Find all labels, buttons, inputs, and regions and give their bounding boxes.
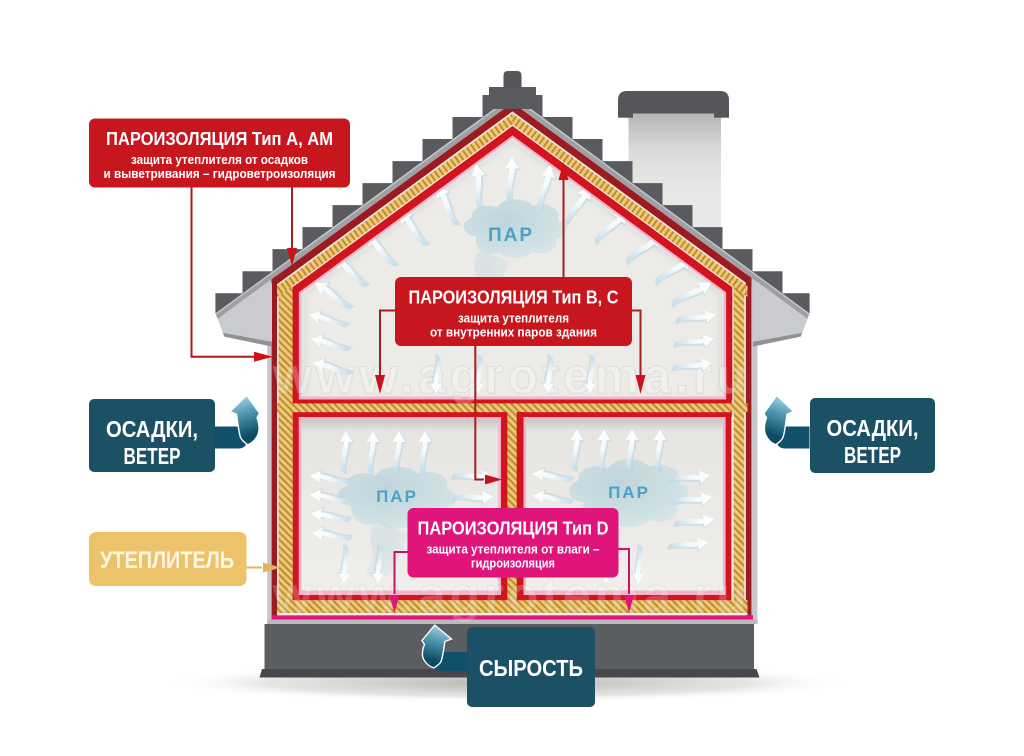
svg-text:ПАРОИЗОЛЯЦИЯ Тип А, АМ: ПАРОИЗОЛЯЦИЯ Тип А, АМ <box>106 129 333 149</box>
svg-text:УТЕПЛИТЕЛЬ: УТЕПЛИТЕЛЬ <box>100 547 234 574</box>
svg-text:СЫРОСТЬ: СЫРОСТЬ <box>479 655 583 681</box>
svg-text:ВЕТЕР: ВЕТЕР <box>124 443 181 469</box>
svg-text:защита утеплителя от осадков: защита утеплителя от осадков <box>131 153 308 167</box>
svg-text:ПАР: ПАР <box>376 487 418 506</box>
svg-text:ПАР: ПАР <box>488 225 534 246</box>
svg-text:от внутренних паров здания: от внутренних паров здания <box>430 326 597 340</box>
svg-text:защита утеплителя: защита утеплителя <box>458 312 569 326</box>
svg-text:ОСАДКИ,: ОСАДКИ, <box>827 415 919 441</box>
svg-text:защита утеплителя от влаги –: защита утеплителя от влаги – <box>427 543 600 557</box>
svg-text:гидроизоляция: гидроизоляция <box>471 557 555 571</box>
svg-text:ОСАДКИ,: ОСАДКИ, <box>106 416 198 442</box>
svg-text:ПАРОИЗОЛЯЦИЯ Тип D: ПАРОИЗОЛЯЦИЯ Тип D <box>418 519 609 539</box>
svg-text:ПАРОИЗОЛЯЦИЯ Тип B, C: ПАРОИЗОЛЯЦИЯ Тип B, C <box>409 288 619 308</box>
svg-text:ВЕТЕР: ВЕТЕР <box>844 442 901 468</box>
svg-text:ПАР: ПАР <box>608 483 650 502</box>
svg-text:www.agrotema.ru: www.agrotema.ru <box>272 348 751 404</box>
svg-text:и выветривания – гидроветроизо: и выветривания – гидроветроизоляция <box>104 167 336 181</box>
